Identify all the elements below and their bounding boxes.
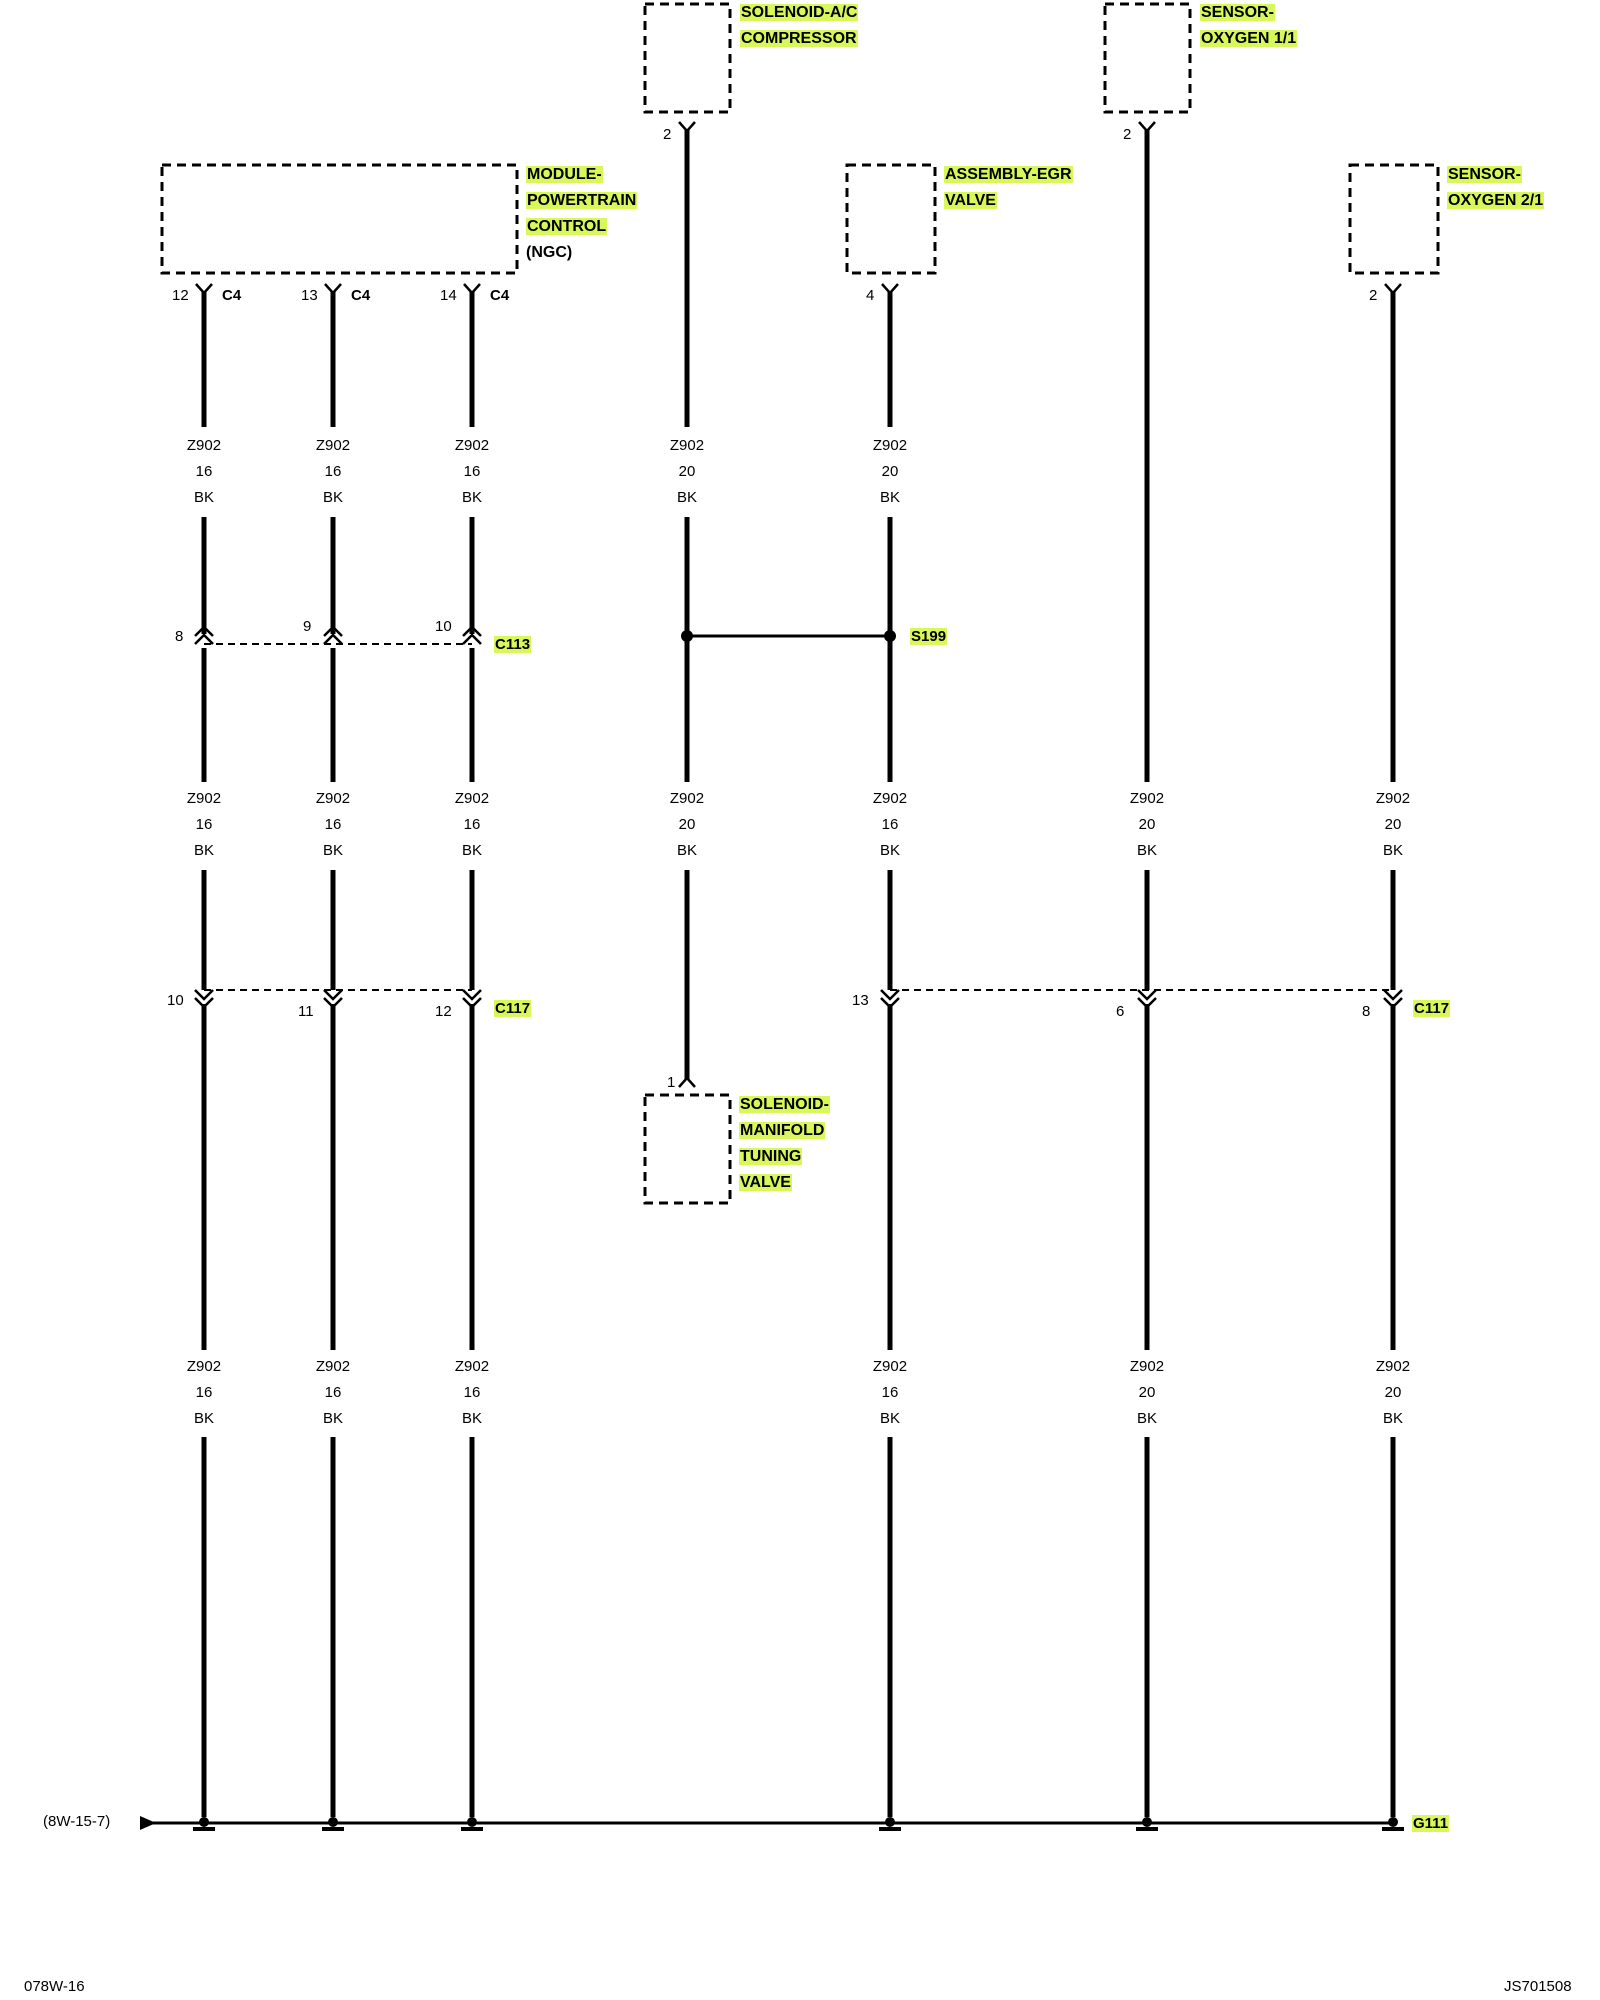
c117-pin: 12 (435, 1003, 452, 1020)
egr-valve-box (845, 163, 937, 275)
c113-pin: 8 (175, 628, 184, 645)
ground-eyelet-icon (322, 1817, 344, 1831)
mtv-pin-1-connector-icon (678, 1076, 696, 1088)
pcm-pin-14-connector-icon (463, 283, 481, 295)
c117-pin-12-connector-icon (462, 989, 482, 1009)
pcm-pin-12-conn: C4 (222, 287, 242, 304)
pcm-pin-13-conn: C4 (351, 287, 371, 304)
c117-pin: 13 (852, 992, 869, 1009)
o2-sensor-21-box (1348, 163, 1440, 275)
pcm-box (160, 163, 519, 275)
footer-figure-id: JS701508 (1504, 1978, 1572, 1995)
o2-sensor-11-box (1103, 2, 1192, 114)
c113-pin: 9 (303, 618, 312, 635)
s199-splice-dot-right (884, 630, 896, 642)
ground-eyelet-icon (879, 1817, 901, 1831)
o2-21-pin-2-connector-icon (1384, 283, 1402, 295)
ground-eyelet-icon (461, 1817, 483, 1831)
ac-pin-2-connector-icon (678, 121, 696, 133)
o2-sensor-11-label: SENSOR- OXYGEN 1/1 (1200, 4, 1298, 47)
ac-solenoid-label: SOLENOID-A/C COMPRESSOR (740, 4, 859, 47)
c113-connector-label: C113 (494, 636, 532, 653)
ground-eyelet-icon (1136, 1817, 1158, 1831)
egr-pin-4-connector-icon (881, 283, 899, 295)
o2-11-pin-2-connector-icon (1138, 121, 1156, 133)
c117-pin-8-connector-icon (1383, 989, 1403, 1009)
c117-pin: 6 (1116, 1003, 1125, 1020)
o2-sensor-21-pin: 2 (1369, 287, 1378, 304)
ground-eyelet-icon (193, 1817, 215, 1831)
egr-valve-pin: 4 (866, 287, 875, 304)
c117-pin: 10 (167, 992, 184, 1009)
c117-pin-6-connector-icon (1137, 989, 1157, 1009)
pcm-pin-12: 12 (172, 287, 189, 304)
c117-pin: 11 (298, 1003, 314, 1020)
ac-solenoid-box (643, 2, 732, 114)
ac-solenoid-pin: 2 (663, 126, 672, 143)
s199-splice-dot-left (681, 630, 693, 642)
c117-pin-10-connector-icon (194, 989, 214, 1009)
c117-connector-label: C117 (1413, 1000, 1451, 1017)
c117-pin: 8 (1362, 1003, 1371, 1020)
mtv-solenoid-pin: 1 (667, 1074, 676, 1091)
pcm-pin-14-conn: C4 (490, 287, 510, 304)
c113-pin-9-connector-icon (323, 625, 343, 645)
c117-connector-label: C117 (494, 1000, 532, 1017)
pcm-label: MODULE- POWERTRAIN CONTROL (NGC) (526, 166, 638, 261)
g111-ground-label: G111 (1412, 1815, 1450, 1832)
c113-pin: 10 (435, 618, 452, 635)
footer-page-ref: 078W-16 (24, 1978, 85, 1995)
pcm-pin-13-connector-icon (324, 283, 342, 295)
c117-pin-13-connector-icon (880, 989, 900, 1009)
mtv-solenoid-label: SOLENOID- MANIFOLD TUNING VALVE (739, 1096, 830, 1191)
o2-sensor-21-label: SENSOR- OXYGEN 2/1 (1447, 166, 1545, 209)
c117-pin-11-connector-icon (323, 989, 343, 1009)
egr-valve-label: ASSEMBLY-EGR VALVE (944, 166, 1073, 209)
ground-ref-arrow (140, 1816, 156, 1830)
pcm-pin-12-connector-icon (195, 283, 213, 295)
mtv-solenoid-box (643, 1093, 732, 1205)
o2-sensor-11-pin: 2 (1123, 126, 1132, 143)
ground-reference-link[interactable]: (8W-15-7) (43, 1813, 111, 1830)
s199-splice-label: S199 (910, 628, 948, 645)
c113-pin-10-connector-icon (462, 625, 482, 645)
pcm-pin-14: 14 (440, 287, 457, 304)
pcm-pin-13: 13 (301, 287, 318, 304)
c113-pin-8-connector-icon (194, 625, 214, 645)
ground-eyelet-icon (1382, 1817, 1404, 1831)
